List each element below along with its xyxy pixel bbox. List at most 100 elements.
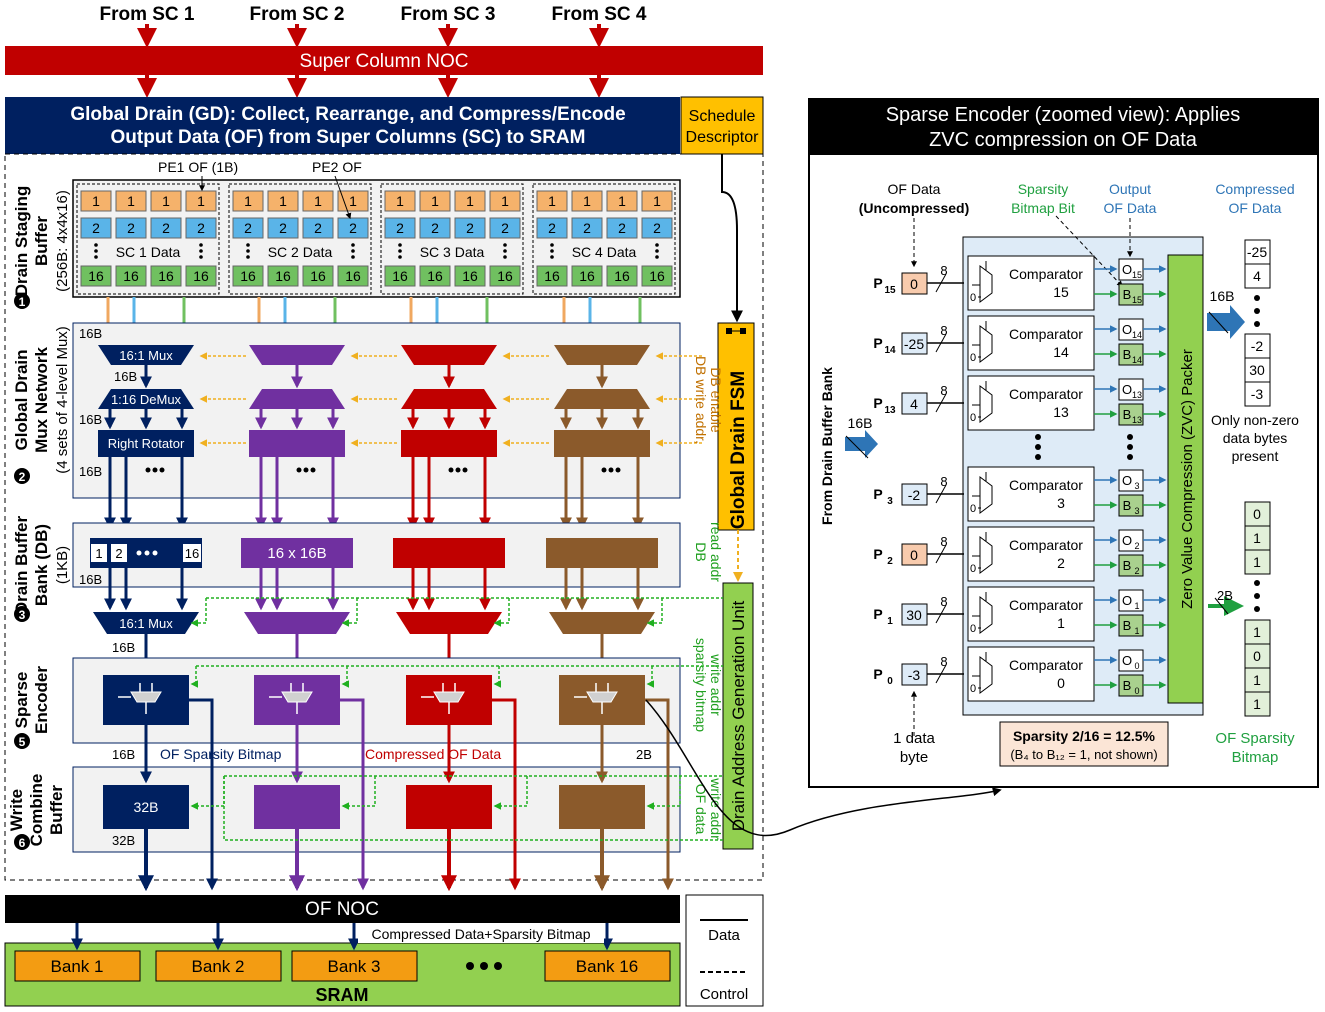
right-rotator xyxy=(401,430,497,457)
svg-text:Bitmap: Bitmap xyxy=(1232,749,1279,766)
drain-buffer-bank xyxy=(546,538,658,568)
staging-cell-label: 1 xyxy=(653,193,661,209)
input-port-label: P xyxy=(873,335,882,351)
svg-text:3: 3 xyxy=(19,608,26,622)
bitmap-caption: OF Sparsity Bitmap xyxy=(1215,730,1295,766)
comparator-number: 14 xyxy=(1053,344,1069,360)
encoder-comparator-icon xyxy=(130,691,162,703)
mux2-16to1 xyxy=(244,612,350,634)
ellipsis-dot xyxy=(503,243,507,247)
dag-label: Drain Address Generation Unit xyxy=(729,600,748,831)
comparator-label: Comparator xyxy=(1009,266,1083,282)
lane-slash xyxy=(935,484,947,504)
ellipsis-dot xyxy=(1254,606,1260,612)
ellipsis-dot xyxy=(655,249,659,253)
staging-cell-pe1 xyxy=(454,190,486,212)
ellipsis-dot xyxy=(144,550,150,556)
ellipsis-dot xyxy=(94,255,98,259)
staging-cell-label: 1 xyxy=(197,193,205,209)
bank-1-label: Bank 1 xyxy=(51,957,104,976)
sparsity-summary-2: (B₄ to B₁₂ = 1, not shown) xyxy=(1010,747,1157,762)
bitmap-value: 1 xyxy=(1253,672,1261,688)
schedule-descriptor xyxy=(680,96,764,155)
staging-cell-label: 16 xyxy=(345,268,361,284)
input-port-sub: 3 xyxy=(887,496,893,507)
svg-text:Bitmap Bit: Bitmap Bit xyxy=(1011,200,1075,216)
compressed-out-bw: 16B xyxy=(1210,288,1235,304)
compressed-bitmap-label: Compressed Data+Sparsity Bitmap xyxy=(371,926,590,942)
comparator-block xyxy=(967,466,1095,522)
comparator-number: 2 xyxy=(1057,555,1065,571)
staging-cell-pe16 xyxy=(536,265,568,287)
svg-text:sparsity bitmap: sparsity bitmap xyxy=(693,638,709,732)
lane-slash xyxy=(935,544,947,564)
staging-cell-pe1 xyxy=(536,190,568,212)
comparator-number: 0 xyxy=(1057,675,1065,691)
compressed-bitmap-label-bg xyxy=(358,925,604,943)
staging-cell-pe1 xyxy=(115,190,147,212)
compressed-cell xyxy=(1244,333,1271,359)
staging-cell-pe2 xyxy=(606,217,638,239)
pe2-label: PE2 OF xyxy=(312,159,362,175)
mux-16to1 xyxy=(249,345,345,365)
staging-cell-label: 2 xyxy=(618,220,626,236)
staging-cell-label: 2 xyxy=(653,220,661,236)
db-cell-label: 16 xyxy=(185,546,199,561)
wcb-ctrl-loop xyxy=(223,776,723,841)
svg-text:OF Data: OF Data xyxy=(888,181,941,197)
zvc-packer xyxy=(1167,254,1204,704)
staging-cell-pe2 xyxy=(267,217,299,239)
staging-cell-label: 2 xyxy=(466,220,474,236)
ellipsis-dot xyxy=(615,467,621,473)
svg-text:byte: byte xyxy=(900,749,928,766)
bank-3-label: Bank 3 xyxy=(328,957,381,976)
bitmap-value-cell xyxy=(1244,691,1271,717)
db-bank-label: 16 x 16B xyxy=(267,545,326,562)
staging-cell-pe2 xyxy=(641,217,673,239)
staging-cell-label: 2 xyxy=(162,220,170,236)
staging-cell-label: 16 xyxy=(88,268,104,284)
svg-text:OF Data: OF Data xyxy=(1229,200,1282,216)
staging-cell-label: 16 xyxy=(240,268,256,284)
comparator-zero: 0 xyxy=(970,683,976,695)
svg-text:Drain Buffer: Drain Buffer xyxy=(12,516,31,615)
bitmap-cell-label: B xyxy=(1123,678,1132,693)
staging-cell-label: 16 xyxy=(275,268,291,284)
bitmap-bypass-line xyxy=(492,698,521,891)
lane-slash xyxy=(935,333,947,353)
write-combine-block xyxy=(559,785,645,829)
input-sc3-label: From SC 3 xyxy=(400,4,495,25)
demux-1to16 xyxy=(98,389,194,409)
staging-cell-label: 16 xyxy=(497,268,513,284)
ellipsis-dot xyxy=(199,249,203,253)
ellipsis-dot xyxy=(310,467,316,473)
lane-slash xyxy=(935,604,947,624)
compressed-cell-value: 4 xyxy=(1253,268,1261,284)
db-cell-label: 2 xyxy=(115,546,122,561)
drain-buffer-bank xyxy=(393,538,505,568)
output-cell-sub: 14 xyxy=(1132,330,1142,340)
mux2-16to1 xyxy=(549,612,655,634)
svg-text:Only non-zero: Only non-zero xyxy=(1211,412,1299,428)
ellipsis-dot xyxy=(655,255,659,259)
mux-16to1 xyxy=(554,345,650,365)
drain-input-slash xyxy=(845,435,869,459)
ellipsis-dot xyxy=(550,249,554,253)
bitmap-cell-label: B xyxy=(1123,347,1132,362)
output-cell-label: O xyxy=(1122,653,1132,668)
staging-sc-label: SC 1 Data xyxy=(116,244,181,260)
output-cell-label: O xyxy=(1122,322,1132,337)
drain-buffer-side-label: Drain Buffer Bank (DB) (1KB) 3 xyxy=(12,516,71,622)
staging-sc-label: SC 4 Data xyxy=(572,244,637,260)
schedule-label-1: Schedule xyxy=(689,108,756,125)
compressed-out-slash xyxy=(1208,311,1229,334)
output-cell-label: O xyxy=(1122,473,1132,488)
input-byte-value: 30 xyxy=(906,607,922,623)
ellipsis-dot xyxy=(503,249,507,253)
bitmap-cell-sub: 0 xyxy=(1134,686,1139,696)
global-drain-title-2: Output Data (OF) from Super Columns (SC)… xyxy=(111,127,586,148)
comparator-number: 1 xyxy=(1057,615,1065,631)
staging-cell-label: 16 xyxy=(427,268,443,284)
